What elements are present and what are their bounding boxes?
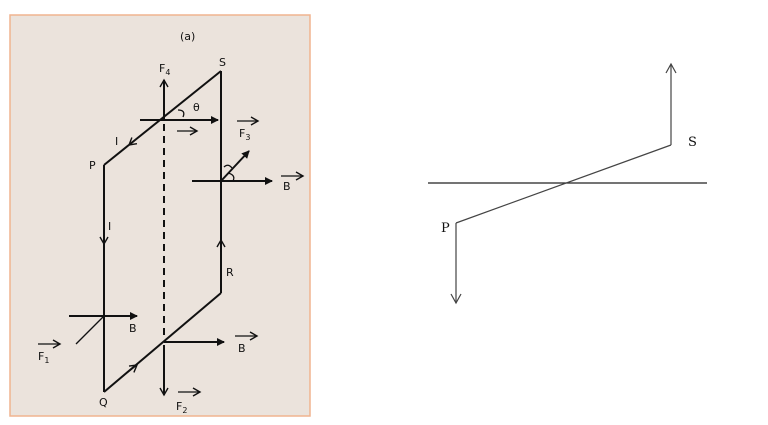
coil-side-rq — [103, 292, 222, 393]
label-f1: F1 — [38, 350, 49, 365]
label-b-bottom: B — [238, 342, 246, 355]
current-arrow-ps — [127, 135, 141, 146]
diagonal-line-left — [75, 315, 105, 345]
theta-arc — [177, 109, 185, 118]
panel-a-title: (a) — [180, 30, 195, 43]
label-b-left: B — [129, 322, 137, 335]
label-p: P — [89, 159, 96, 172]
label-r: R — [226, 266, 234, 279]
coil-side-ps — [103, 70, 222, 166]
label-f3: F3 — [239, 127, 250, 142]
label-q: Q — [99, 396, 108, 409]
label-f4: F4 — [159, 62, 170, 77]
label-s: S — [219, 56, 226, 69]
label-b-right: B — [283, 180, 291, 193]
panel-a-background — [9, 14, 311, 417]
label-i-left: I — [108, 220, 111, 233]
label-p-side: P — [441, 221, 450, 236]
panel-b: P S — [428, 62, 707, 305]
coil-side-view — [455, 144, 672, 224]
current-arrow-rq — [123, 364, 139, 376]
panel-a: (a) θ F4 F3 S I P B I R B — [9, 14, 311, 417]
label-i-top: I — [115, 135, 118, 148]
label-f2: F2 — [176, 400, 187, 415]
label-theta: θ — [193, 101, 200, 114]
normal-arrow — [220, 150, 250, 182]
angle-arc-right — [223, 164, 235, 182]
label-s-side: S — [688, 135, 697, 150]
